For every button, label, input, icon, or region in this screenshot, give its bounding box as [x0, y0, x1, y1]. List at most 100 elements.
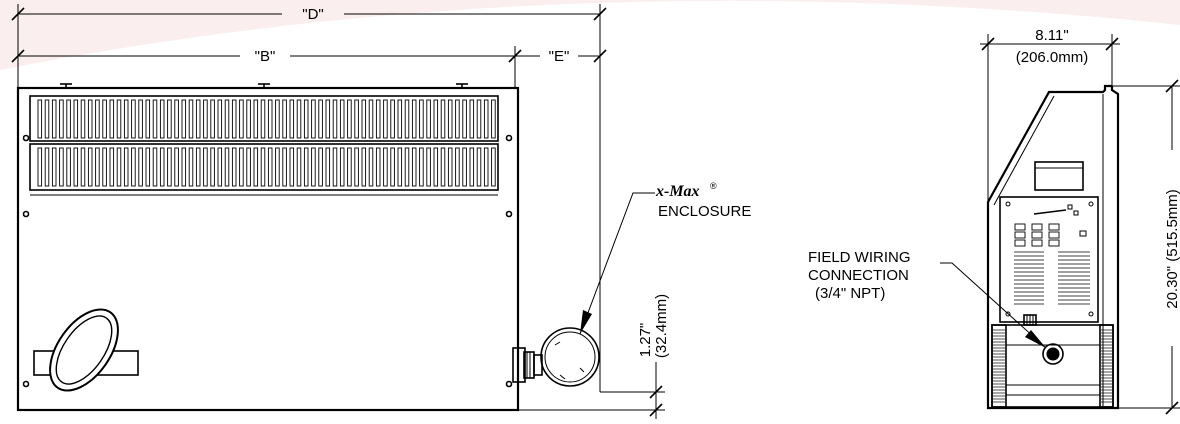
louver-slot	[368, 99, 374, 139]
louver-slot	[282, 147, 287, 187]
louver-slot	[282, 99, 287, 139]
dim-depth-mm: (206.0mm)	[1016, 49, 1089, 66]
screw-icon	[22, 380, 30, 388]
louver-slot	[491, 99, 496, 139]
dim-e-label: "E"	[549, 48, 570, 65]
louver-slot	[383, 147, 388, 187]
dimension-flange: 1.27" (32.4mm)	[518, 294, 670, 419]
louver-slot	[419, 147, 424, 187]
louver-slot	[246, 147, 251, 187]
louver-slot	[73, 99, 79, 139]
field-wiring-line1: FIELD WIRING	[808, 249, 911, 266]
louver-slot	[303, 147, 309, 187]
louver-slot	[311, 147, 316, 187]
louver-slot	[109, 147, 115, 187]
louver-slot	[51, 99, 57, 139]
side-view	[986, 84, 1120, 410]
viewing-window	[33, 308, 139, 392]
board-vent-lines	[1014, 251, 1090, 305]
louver-slot	[440, 99, 446, 139]
louver-slot	[159, 147, 165, 187]
louver-slot	[361, 99, 367, 139]
louver-slot	[109, 99, 115, 139]
louver-slot	[411, 147, 417, 187]
switch-block	[1048, 231, 1060, 239]
louver-slot	[203, 147, 208, 187]
louver-slot	[447, 147, 453, 187]
louver-slot	[95, 99, 100, 139]
louver-slot	[66, 147, 71, 187]
louver-slot	[332, 99, 338, 139]
louver-slot	[217, 99, 223, 139]
louver-slot	[455, 99, 460, 139]
louver-slot	[102, 147, 107, 187]
screw-icon	[22, 210, 30, 218]
screw-icon	[505, 380, 513, 388]
dim-depth-in: 8.11"	[1035, 27, 1068, 44]
louver-slot	[397, 147, 403, 187]
front-view	[16, 83, 600, 412]
louver-slot	[224, 147, 230, 187]
louver-slot	[347, 99, 352, 139]
louver-slot	[426, 147, 431, 187]
louver-slot	[354, 147, 359, 187]
louver-slot	[195, 99, 201, 139]
switch-block	[1031, 223, 1043, 231]
switch-block	[1048, 239, 1060, 247]
louver-slot	[469, 147, 475, 187]
louver-slot	[188, 147, 194, 187]
louver-slot	[131, 99, 136, 139]
louver-slot	[224, 99, 230, 139]
louver-slot	[203, 99, 208, 139]
louver-slot	[138, 147, 143, 187]
louver-slot	[289, 99, 295, 139]
watermark-swoosh	[0, 0, 1180, 70]
louver-slot	[260, 147, 266, 187]
switch-block	[1031, 231, 1043, 239]
louver-slot	[37, 99, 43, 139]
dimension-d: "D"	[11, 4, 607, 392]
louver-slot	[80, 99, 86, 139]
switch-block	[1031, 239, 1043, 247]
louver-slot	[311, 99, 316, 139]
louver-slot	[80, 147, 86, 187]
louver-slot	[253, 147, 259, 187]
louver-slot	[390, 147, 395, 187]
louver-slot	[339, 147, 345, 187]
louver-slot	[325, 99, 331, 139]
louver-slot	[181, 147, 187, 187]
switch-block	[1048, 223, 1060, 231]
louver-slot	[275, 147, 280, 187]
louver-slot	[239, 147, 244, 187]
louver-slot	[332, 147, 338, 187]
brand-registered-mark: ®	[710, 181, 717, 191]
louver-slot	[167, 147, 172, 187]
dim-d-label: "D"	[302, 6, 323, 23]
louver-slot	[174, 99, 179, 139]
louver-slot	[116, 99, 122, 139]
louver-slot	[339, 99, 345, 139]
louver-slot	[476, 147, 482, 187]
dim-flange-in: 1.27"	[637, 323, 654, 358]
louver-grille-upper	[29, 95, 499, 142]
dim-flange-mm: (32.4mm)	[653, 294, 670, 358]
louver-slot	[455, 147, 460, 187]
louver-slot	[483, 99, 489, 139]
dimension-height: 20.30" (515.5mm)	[1112, 79, 1180, 415]
louver-slot	[433, 147, 439, 187]
dim-height-label: 20.30" (515.5mm)	[1164, 189, 1180, 309]
louver-slot	[411, 99, 417, 139]
louver-slot	[318, 147, 323, 187]
louver-slot	[217, 147, 223, 187]
louver-slot	[87, 147, 93, 187]
louver-slot	[44, 147, 50, 187]
switch-block	[1014, 231, 1026, 239]
louver-slot	[138, 99, 143, 139]
louver-slot	[123, 147, 129, 187]
louver-slot	[159, 99, 165, 139]
dimension-depth: 8.11" (206.0mm)	[980, 27, 1120, 202]
dimension-e: "E"	[515, 48, 607, 65]
louver-slot	[145, 99, 151, 139]
dim-b-label: "B"	[255, 48, 276, 65]
xmax-enclosure	[512, 327, 600, 387]
